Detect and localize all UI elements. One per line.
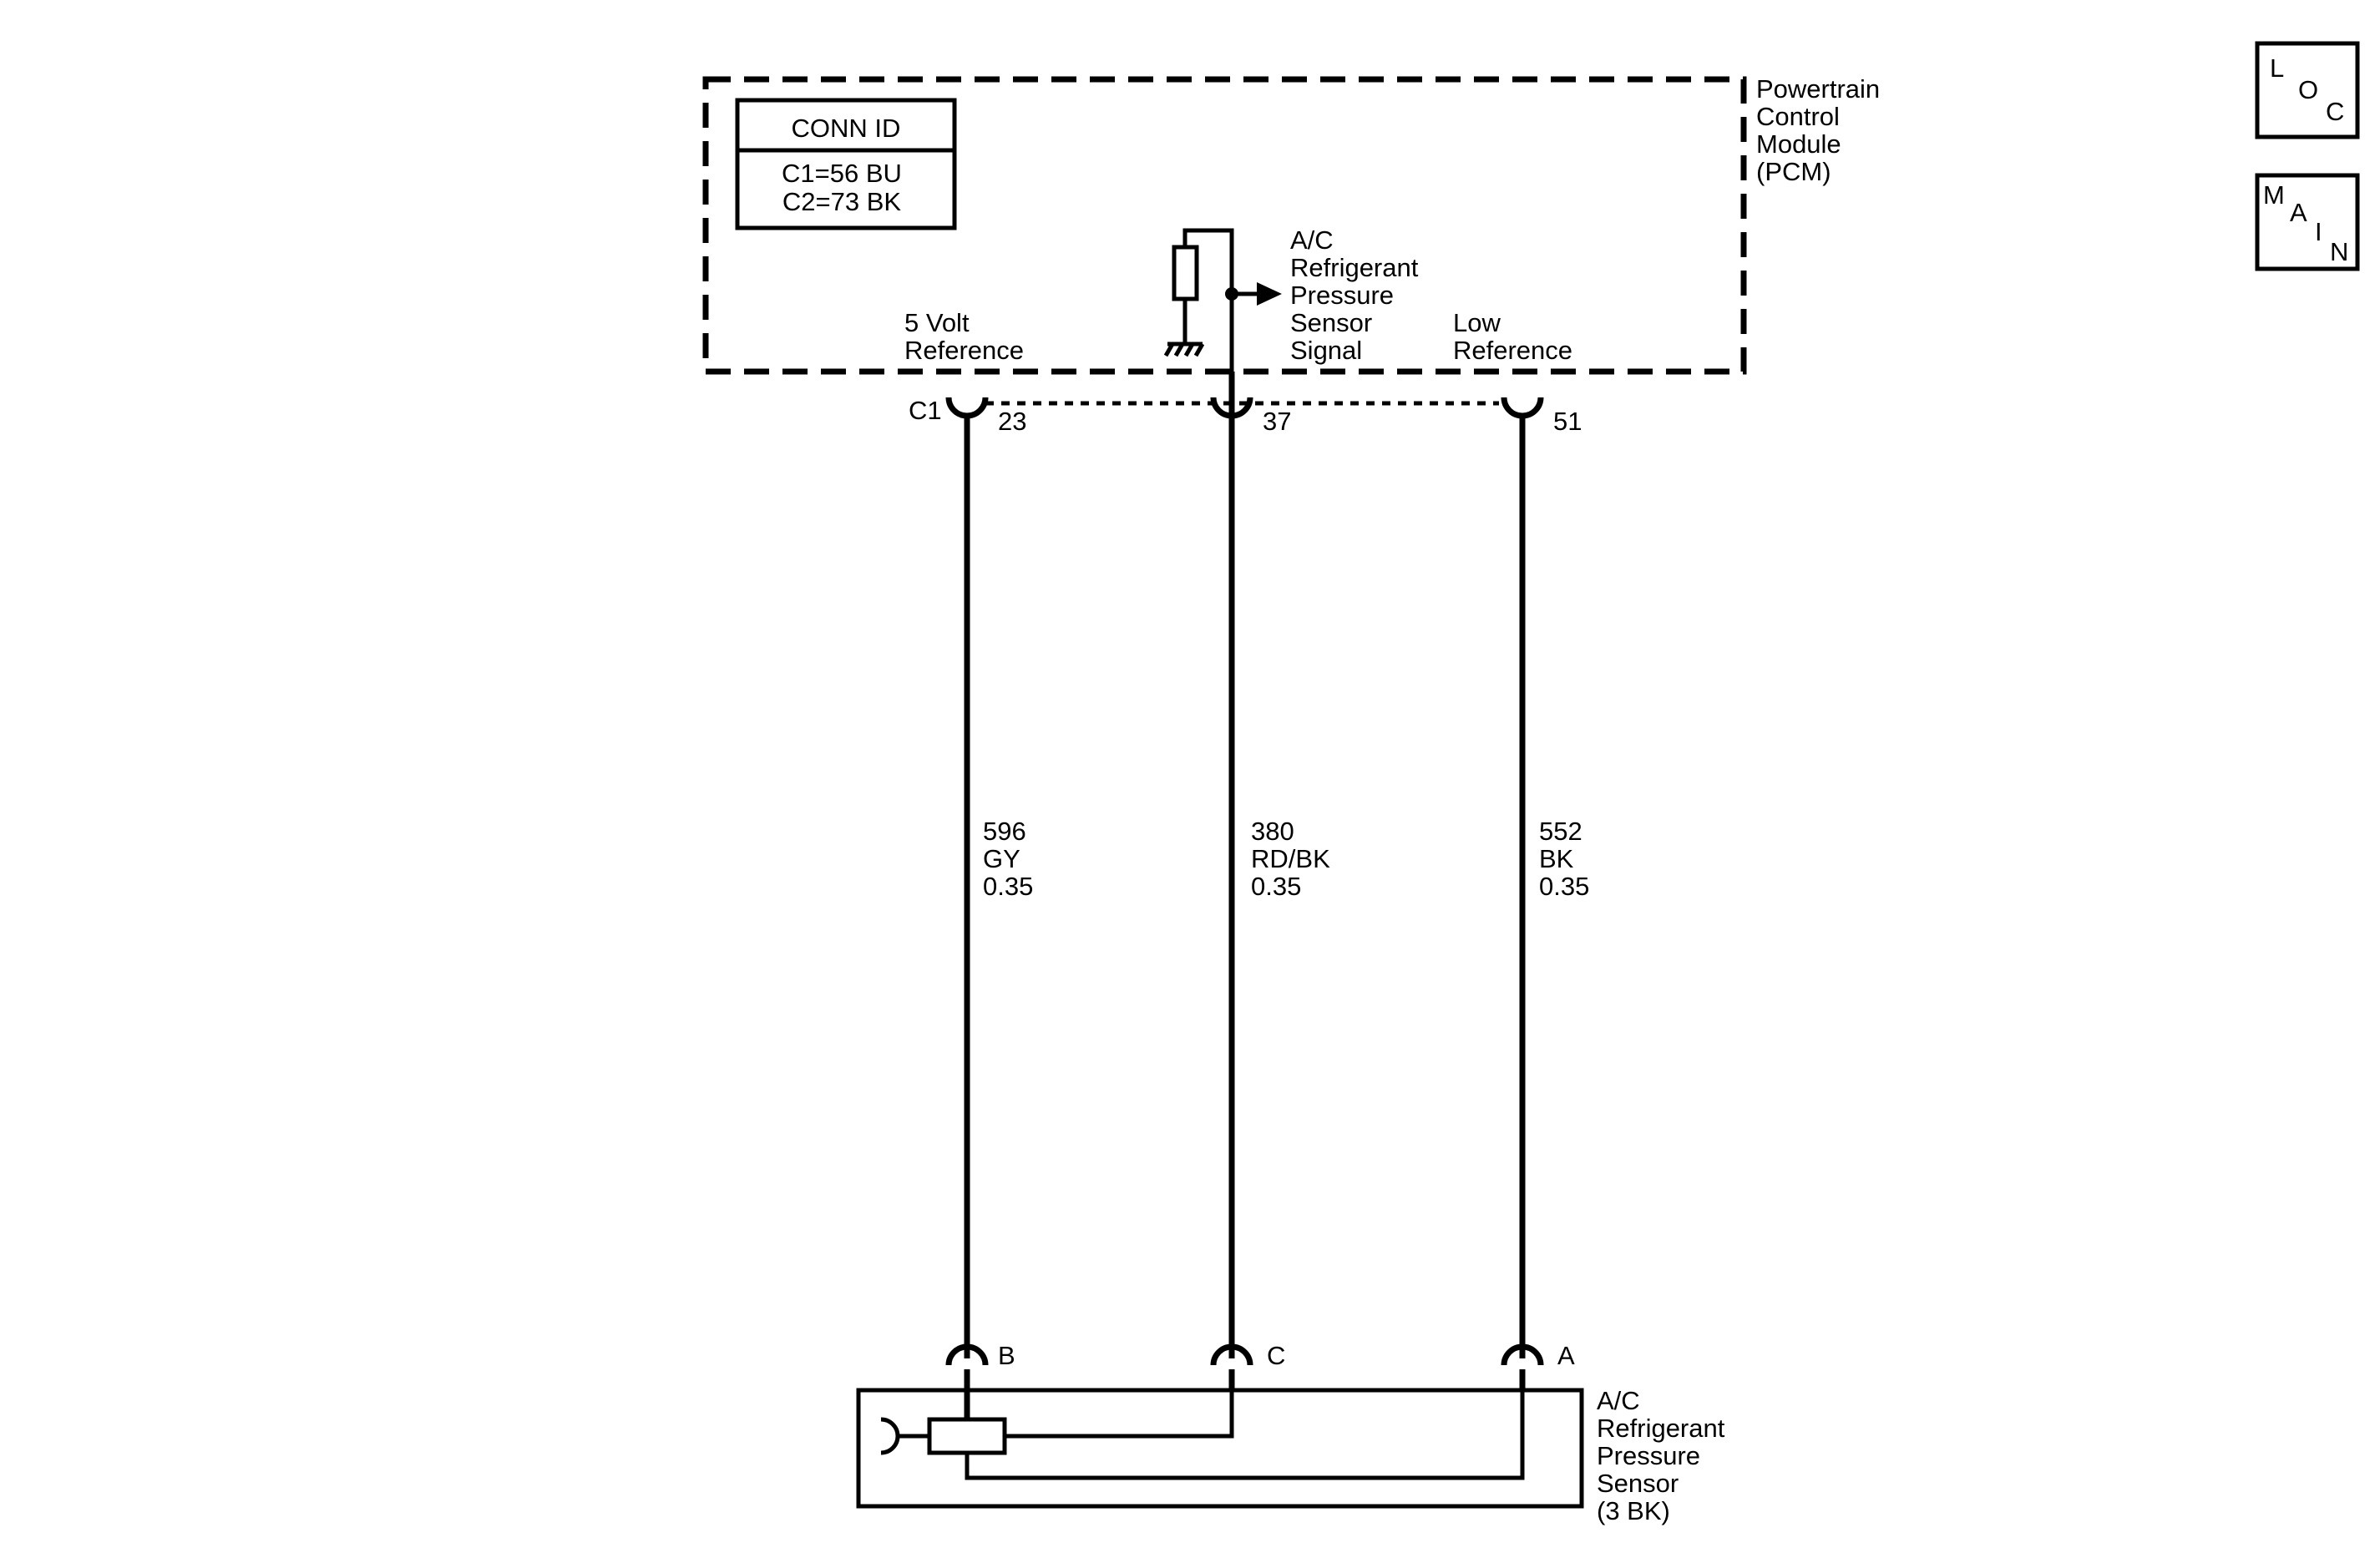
signal-arrow-icon [1257, 282, 1282, 306]
conn-id-c2: C2=73 BK [782, 187, 902, 216]
wire-380-label: 380 RD/BK 0.35 [1251, 817, 1337, 901]
svg-text:I: I [2315, 217, 2322, 246]
main-button[interactable]: M A I N [2255, 173, 2360, 271]
conn-id-box: CONN ID C1=56 BU C2=73 BK [735, 98, 957, 230]
conn-id-c1: C1=56 BU [782, 159, 902, 188]
sensor-element-resistor [927, 1417, 1007, 1455]
sensor-label: A/C Refrigerant Pressure Sensor (3 BK) [1597, 1386, 1732, 1525]
low-reference-label: Low Reference [1453, 308, 1572, 365]
pcm-boundary [702, 76, 1747, 375]
conn-id-title: CONN ID [792, 114, 901, 143]
sensor-connector: B C A [945, 1341, 1575, 1370]
svg-text:N: N [2330, 237, 2348, 266]
sensor-pin-c-label: C [1267, 1341, 1285, 1370]
ac-pressure-sensor: A/C Refrigerant Pressure Sensor (3 BK) [856, 1369, 1732, 1525]
svg-text:L: L [2270, 53, 2284, 83]
sensor-body [856, 1388, 1584, 1509]
svg-text:C: C [2326, 97, 2344, 126]
pcm-module: Powertrain Control Module (PCM) CONN ID … [702, 74, 1887, 375]
internal-resistor [1172, 245, 1199, 301]
sensor-pin-b-label: B [998, 1341, 1015, 1370]
five-volt-reference-label: 5 Volt Reference [904, 308, 1024, 365]
chassis-ground-icon [1163, 341, 1205, 357]
connector-label: C1 [909, 396, 942, 425]
sensor-port-icon [880, 1417, 900, 1455]
pin-23-label: 23 [998, 407, 1026, 436]
wire-596-label: 596 GY 0.35 [983, 817, 1033, 901]
module-connector-c1: C1 23 37 51 [909, 396, 1582, 436]
svg-text:M: M [2263, 180, 2285, 210]
pin-37-label: 37 [1263, 407, 1291, 436]
loc-button[interactable]: L O C [2255, 41, 2360, 139]
wire-552-label: 552 BK 0.35 [1539, 817, 1589, 901]
internal-resistor-circuit [1163, 228, 1282, 372]
wires: 596 GY 0.35 380 RD/BK 0.35 552 BK 0.35 [964, 372, 1589, 1358]
pin-51-label: 51 [1553, 407, 1582, 436]
ac-signal-label: A/C Refrigerant Pressure Sensor Signal [1290, 225, 1425, 365]
svg-text:O: O [2298, 75, 2318, 104]
pcm-label: Powertrain Control Module (PCM) [1756, 74, 1887, 186]
sensor-pin-a-label: A [1557, 1341, 1575, 1370]
svg-text:A: A [2290, 198, 2307, 227]
